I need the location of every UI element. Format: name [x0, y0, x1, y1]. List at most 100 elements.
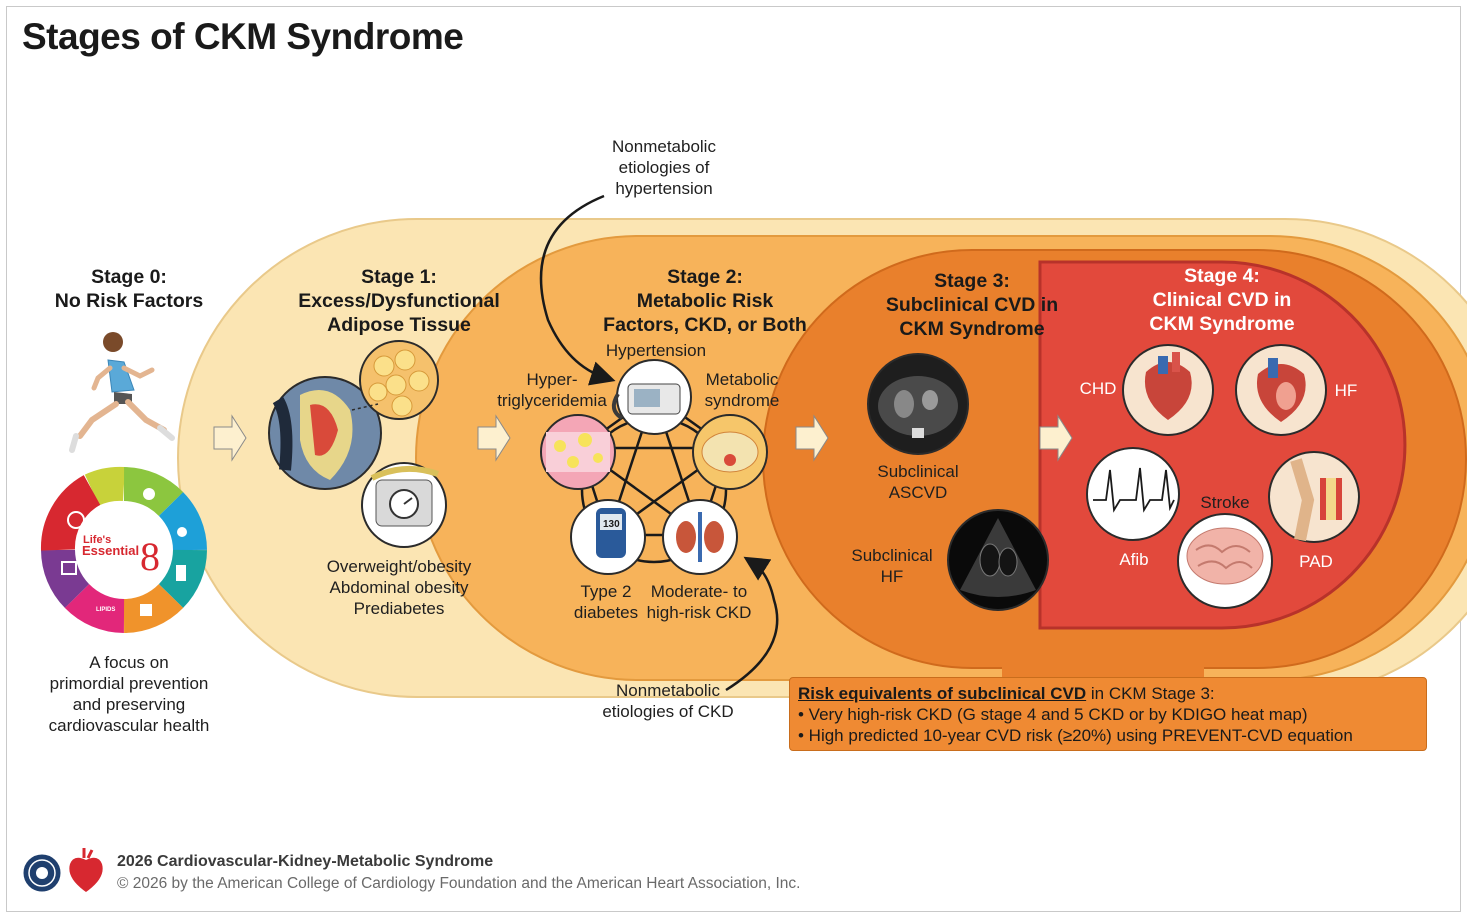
stage4-title: Stage 4: Clinical CVD in CKM Syndrome	[1120, 264, 1324, 336]
type2-diabetes-label: Type 2 diabetes	[566, 581, 646, 623]
arrow-3-4	[1039, 414, 1073, 462]
stage3-title-line3: CKM Syndrome	[899, 318, 1045, 340]
risk-box-item-1: • Very high-risk CKD (G stage 4 and 5 CK…	[798, 705, 1308, 724]
stroke-label: Stroke	[1200, 493, 1250, 512]
bp-monitor-image	[611, 359, 692, 435]
nonmet-ckd-line1: Nonmetabolic	[616, 681, 720, 700]
hf-label: HF	[1334, 381, 1358, 400]
sub-hf-line2: HF	[880, 567, 904, 586]
stage3-title: Stage 3: Subclinical CVD in CKM Syndrome	[868, 269, 1076, 341]
stage0-title-line2: No Risk Factors	[54, 290, 204, 312]
risk-equivalents-box: Risk equivalents of subclinical CVD in C…	[789, 677, 1427, 751]
brain-stroke-image	[1177, 513, 1273, 609]
les8-lipids-label: LIPIDS	[96, 607, 115, 613]
stage1-title-line3: Adipose Tissue	[327, 314, 471, 336]
scale-tape-image	[361, 462, 447, 548]
stage1-caption-line1: Overweight/obesity	[326, 557, 472, 576]
stage1-title-line1: Stage 1:	[361, 266, 437, 288]
leg-pad-image	[1268, 451, 1360, 543]
hypertension-label: Hypertension	[605, 341, 707, 360]
nonmet-htn-line1: Nonmetabolic	[612, 137, 716, 156]
ascvd-line1: Subclinical	[877, 462, 959, 481]
risk-box-item-2: • High predicted 10-year CVD risk (≥20%)…	[798, 726, 1353, 745]
nonmetabolic-ckd-label: Nonmetabolic etiologies of CKD	[590, 680, 746, 722]
afib-label: Afib	[1119, 550, 1149, 569]
fat-cells-image	[359, 340, 439, 420]
stage0-caption-line4: cardiovascular health	[48, 716, 210, 735]
hypertrig-line2: triglyceridemia	[497, 391, 607, 410]
les8-line2: Essential	[82, 543, 139, 558]
stage2-title: Stage 2: Metabolic Risk Factors, CKD, or…	[590, 265, 820, 337]
risk-box-heading-line: Risk equivalents of subclinical CVD in C…	[798, 683, 1418, 704]
echocardiogram-image	[947, 509, 1049, 611]
metsyn-line2: syndrome	[704, 391, 780, 410]
stage4-title-line1: Stage 4:	[1184, 265, 1260, 287]
metsyn-line1: Metabolic	[705, 370, 779, 389]
nonmetabolic-htn-arrow	[539, 194, 616, 386]
adipose-body-image	[268, 376, 382, 490]
stage2-title-line3: Factors, CKD, or Both	[603, 314, 807, 336]
stage1-caption-line2: Abdominal obesity	[329, 578, 469, 597]
risk-box-heading: Risk equivalents of subclinical CVD	[798, 684, 1087, 703]
stage0-title-line1: Stage 0:	[91, 266, 167, 288]
nonmet-htn-line2: etiologies of	[618, 158, 710, 177]
page-title: Stages of CKM Syndrome	[22, 16, 464, 57]
pad-label: PAD	[1299, 552, 1333, 571]
risk-box-heading-suffix: in CKM Stage 3:	[1086, 684, 1215, 703]
ckd-label: Moderate- to high-risk CKD	[640, 581, 758, 623]
magnify-connector	[351, 403, 379, 411]
footer-copyright: © 2026 by the American College of Cardio…	[117, 875, 801, 892]
lifes-essential-8-wheel-icon	[40, 466, 207, 633]
nonmet-htn-line3: hypertension	[615, 179, 713, 198]
stage2-title-line1: Stage 2:	[667, 266, 743, 288]
diabetes-line2: diabetes	[573, 603, 639, 622]
hypertrig-line1: Hyper-	[526, 370, 578, 389]
stage1-caption-line3: Prediabetes	[353, 599, 445, 618]
ckd-line1: Moderate- to	[650, 582, 748, 601]
subclinical-ascvd-label: Subclinical ASCVD	[866, 461, 970, 503]
stage0-caption: A focus on primordial prevention and pre…	[28, 652, 230, 736]
runner-icon	[69, 332, 175, 453]
footer-title: 2026 Cardiovascular-Kidney-Metabolic Syn…	[117, 853, 494, 870]
sub-hf-line1: Subclinical	[851, 546, 933, 565]
les8-number: 8	[140, 534, 160, 579]
stage1-caption: Overweight/obesity Abdominal obesity Pre…	[306, 556, 492, 619]
chd-label: CHD	[1079, 379, 1117, 398]
arrow-2-3	[795, 414, 829, 462]
stage4-title-line3: CKM Syndrome	[1149, 313, 1295, 335]
subclinical-hf-label: Subclinical HF	[840, 545, 944, 587]
glucometer-reading: 130	[603, 519, 620, 530]
aha-heart-logo	[69, 848, 103, 892]
arrow-0-1	[213, 414, 247, 462]
nonmetabolic-ckd-arrow	[725, 556, 779, 692]
stage2-title-line2: Metabolic Risk	[636, 290, 774, 312]
stage1-title-line2: Excess/Dysfunctional	[298, 290, 500, 312]
ckd-line2: high-risk CKD	[646, 603, 752, 622]
heart-hf-image	[1235, 344, 1327, 436]
metabolic-syndrome-label: Metabolic syndrome	[692, 369, 792, 411]
arrow-1-2	[477, 414, 511, 462]
acc-seal-logo	[23, 854, 61, 892]
nonmetabolic-htn-label: Nonmetabolic etiologies of hypertension	[592, 136, 736, 199]
stage0-caption-line1: A focus on	[89, 653, 169, 672]
les8-line1: Life's	[83, 534, 111, 546]
hypertriglyceridemia-label: Hyper- triglyceridemia	[488, 369, 616, 411]
risk-connector	[1002, 660, 1204, 680]
diabetes-line1: Type 2	[580, 582, 632, 601]
stage3-title-line1: Stage 3:	[934, 270, 1010, 292]
metabolic-syndrome-image	[692, 414, 768, 490]
stage3-title-line2: Subclinical CVD in	[885, 294, 1059, 316]
artery-image	[540, 414, 616, 490]
ascvd-line2: ASCVD	[888, 483, 948, 502]
nonmet-ckd-line2: etiologies of CKD	[602, 702, 734, 721]
stage1-title: Stage 1: Excess/Dysfunctional Adipose Ti…	[290, 265, 508, 337]
glucometer-image	[570, 499, 646, 575]
stage0-caption-line2: primordial prevention	[49, 674, 209, 693]
kidney-image	[662, 499, 738, 575]
stage0-title: Stage 0: No Risk Factors	[40, 265, 218, 313]
ct-scan-image	[867, 353, 969, 455]
ecg-afib-image	[1086, 447, 1180, 541]
stage4-title-line2: Clinical CVD in	[1152, 289, 1292, 311]
heart-chd-image	[1122, 344, 1214, 436]
